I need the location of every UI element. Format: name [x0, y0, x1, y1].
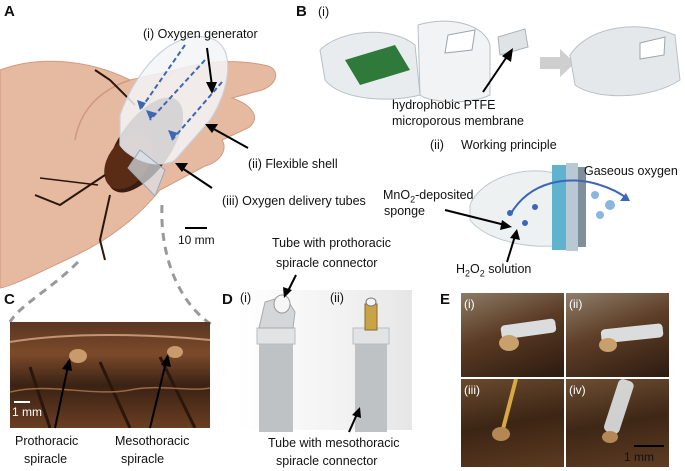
panel-d-label: D: [222, 291, 233, 308]
prothoracic-label-line2: spiracle: [24, 452, 68, 466]
photo-e-iv: [566, 379, 669, 467]
panel-e-sub-ii: (ii): [569, 297, 583, 311]
membrane-pointer-arrow: [482, 48, 513, 93]
tube-top-label-line1: Tube with prothoracic: [272, 236, 392, 250]
h2o2-label: H2O2 solution: [456, 262, 532, 279]
panel-e-label: E: [440, 291, 451, 308]
membrane-label-line2: microporous membrane: [392, 114, 524, 128]
mesothoracic-label-line1: Mesothoracic: [115, 434, 190, 448]
panel-c-label: C: [4, 291, 15, 308]
prothoracic-label-line1: Prothoracic: [15, 434, 79, 448]
mesothoracic-label-line2: spiracle: [121, 452, 165, 466]
panel-d-arrows: [283, 274, 361, 433]
tube-renders: [256, 294, 390, 432]
photo-e-i: [461, 293, 564, 377]
tube-top-label-line2: spiracle connector: [276, 256, 378, 270]
photo-e-ii: [566, 293, 669, 377]
panel-a-label: A: [4, 3, 15, 20]
hand-cockroach-photo: [0, 35, 277, 289]
membrane-label-line1: hydrophobic PTFE: [392, 98, 496, 112]
panel-e-sub-iv: (iv): [569, 383, 586, 397]
oxygen-generator-label: (i) Oxygen generator: [143, 27, 258, 41]
spiracle-photo: [10, 322, 210, 428]
panel-b-sub-ii: (ii): [430, 138, 444, 152]
panel-d-sub-i: (i): [240, 291, 252, 305]
working-principle-diagram: [469, 163, 630, 251]
tube-bottom-label-line1: Tube with mesothoracic: [268, 436, 400, 450]
panel-e-scale-label: 1 mm: [624, 450, 654, 464]
panel-a-arrows: [175, 47, 249, 229]
tube-bottom-label-line2: spiracle connector: [276, 454, 378, 468]
working-principle-label: Working principle: [461, 138, 557, 152]
delivery-tubes-label: (iii) Oxygen delivery tubes: [222, 194, 366, 208]
zoom-lines: [8, 204, 213, 327]
panel-c-scale-label: 1 mm: [12, 405, 42, 419]
sponge-label: sponge: [384, 204, 426, 218]
panel-b-sub-i: (i): [318, 5, 330, 19]
panel-e-sub-i: (i): [464, 297, 475, 311]
gaseous-oxygen-label: Gaseous oxygen: [584, 164, 678, 178]
photo-e-iii: [461, 379, 564, 467]
panel-b-label: B: [296, 3, 307, 20]
panel-b-pointer-arrows: [444, 209, 520, 263]
mno2-label: MnO2-deposited: [383, 188, 474, 205]
exploded-device-diagram: [319, 20, 681, 103]
panel-a-scale-label: 10 mm: [178, 233, 215, 247]
panel-c-arrows: [14, 354, 171, 429]
panel-d-sub-ii: (ii): [330, 291, 344, 305]
panel-e-sub-iii: (iii): [464, 383, 480, 397]
flexible-shell-label: (ii) Flexible shell: [248, 157, 338, 171]
